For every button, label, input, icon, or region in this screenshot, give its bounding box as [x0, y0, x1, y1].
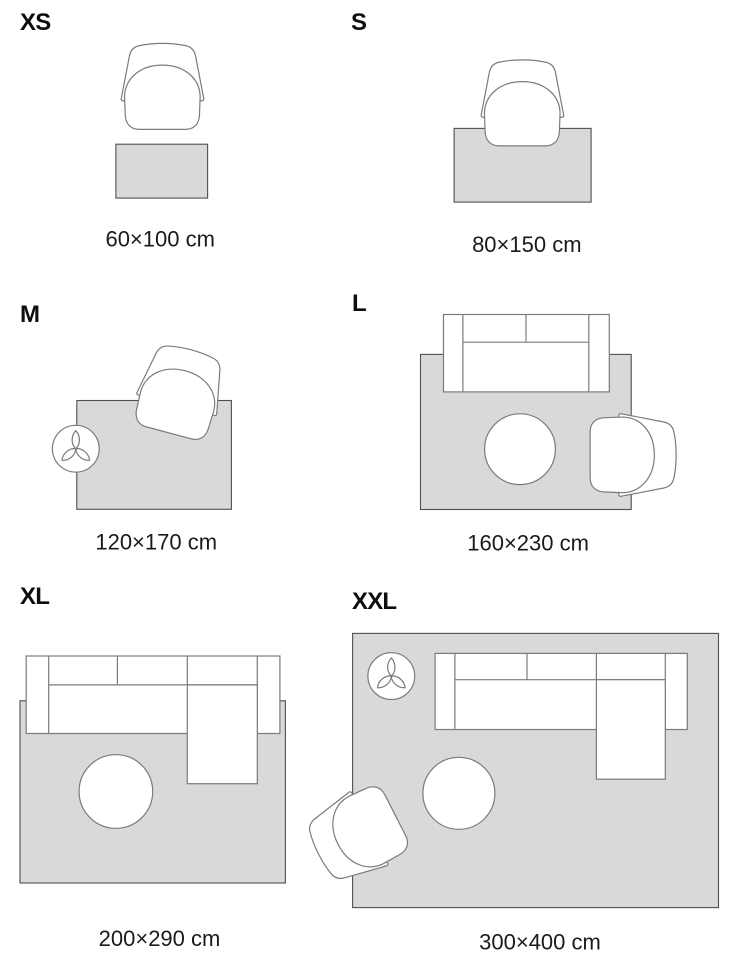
- svg-text:XL: XL: [20, 583, 49, 610]
- svg-text:L: L: [352, 290, 366, 317]
- svg-text:300×400 cm: 300×400 cm: [479, 930, 601, 955]
- svg-text:XS: XS: [20, 9, 51, 36]
- svg-text:S: S: [351, 9, 367, 36]
- svg-text:M: M: [20, 301, 39, 328]
- svg-text:60×100 cm: 60×100 cm: [105, 226, 214, 251]
- svg-text:80×150 cm: 80×150 cm: [472, 232, 581, 257]
- svg-text:200×290 cm: 200×290 cm: [99, 926, 221, 951]
- svg-text:XXL: XXL: [352, 588, 396, 615]
- svg-text:120×170 cm: 120×170 cm: [95, 530, 217, 555]
- svg-text:160×230 cm: 160×230 cm: [467, 531, 589, 556]
